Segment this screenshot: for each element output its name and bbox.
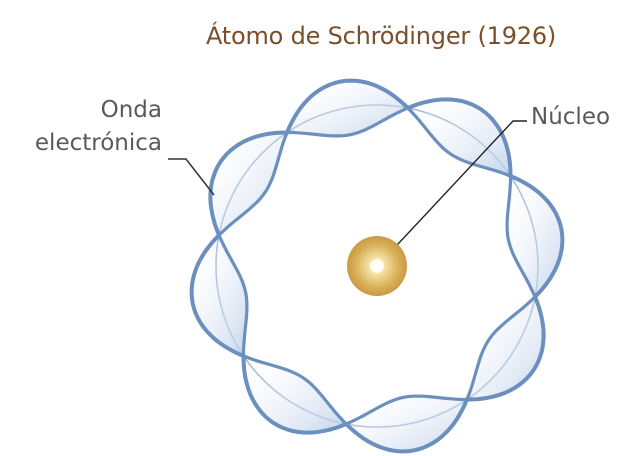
wave-lobe-inner-edge [406, 106, 513, 178]
nucleus-core [370, 259, 384, 273]
electron-wave-label-line2: electrónica [34, 130, 162, 156]
electron-wave-label: Onda electrónica [0, 94, 162, 160]
wave-lobe-fill [191, 235, 247, 356]
wave-lobe-inner-edge [505, 174, 537, 299]
wave-lobe-fill [466, 296, 544, 400]
wave-lobe-fill [346, 396, 467, 452]
wave-lobe-outer-edge [405, 97, 513, 179]
wave-lobe-outer-edge [241, 353, 349, 435]
wave-lobe-inner-edge [241, 354, 348, 426]
wave-lobe-outer-edge [344, 397, 469, 454]
nucleus-label: Núcleo [531, 104, 611, 130]
wave-lobe-inner-edge [465, 295, 537, 402]
wave-lobe-outer-edge [208, 130, 290, 238]
nucleus-leader-line [383, 120, 527, 260]
wave-lobe-inner-edge [217, 130, 289, 237]
wave-lobe-outer-edge [189, 233, 246, 358]
wave-lobe-outer-edge [464, 294, 546, 402]
wave-lobe-fill [210, 132, 288, 236]
wave-lobe-fill [507, 176, 563, 297]
wave-lobe-inner-edge [285, 106, 410, 138]
wave-lobe-fill [407, 99, 511, 177]
diagram-title: Átomo de Schrödinger (1926) [206, 22, 557, 50]
wave-lobe-outer-edge [508, 174, 565, 299]
wave-lobe-fill [287, 80, 408, 136]
wave-lobe-fill [243, 355, 347, 433]
wave-lobe-outer-edge [285, 78, 410, 135]
wave-lobe-inner-edge [344, 394, 469, 426]
wave-leader-line [168, 158, 215, 196]
electron-wave-label-line1: Onda [100, 97, 162, 123]
wave-lobe-inner-edge [217, 233, 249, 358]
electron-wave-lobes [189, 78, 565, 454]
